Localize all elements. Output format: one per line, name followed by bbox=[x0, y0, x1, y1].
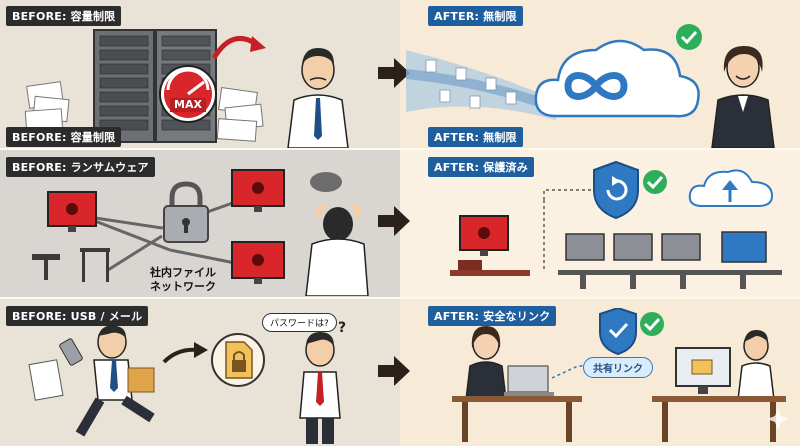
usb-mail-scene: ? bbox=[28, 320, 346, 444]
overload-arrow-icon bbox=[211, 35, 258, 60]
storm-cloud-icon bbox=[310, 172, 342, 192]
smiling-woman bbox=[711, 46, 775, 148]
receiving-man bbox=[737, 330, 775, 401]
usb-icon bbox=[59, 338, 83, 366]
unlimited-cloud-scene bbox=[406, 24, 702, 120]
after-label-unlimited: AFTER: 無制限 bbox=[428, 6, 523, 26]
network-caption-line-1: 社内ファイル bbox=[150, 266, 216, 279]
row-divider-1 bbox=[0, 148, 800, 150]
before-label-capacity: BEFORE: 容量制限 bbox=[6, 6, 122, 26]
stressed-man bbox=[305, 172, 369, 296]
worried-man bbox=[287, 48, 349, 148]
document-icon bbox=[28, 359, 64, 401]
server-rack-left bbox=[93, 29, 155, 143]
gauge-icon bbox=[159, 65, 217, 123]
check-icon bbox=[640, 312, 664, 336]
ransomware-network-scene bbox=[32, 169, 285, 284]
check-icon bbox=[676, 24, 702, 50]
protected-network-scene bbox=[450, 160, 782, 289]
before-label-usb-mail: BEFORE: USB / メール bbox=[6, 306, 149, 326]
infected-monitor-3 bbox=[231, 241, 285, 284]
gauge-max-text: MAX bbox=[174, 98, 202, 111]
woman-with-laptop bbox=[465, 326, 554, 401]
protected-monitor bbox=[721, 231, 767, 263]
isolated-infected-monitor bbox=[450, 215, 530, 276]
shield-icon bbox=[599, 308, 637, 356]
arrow-right-icon bbox=[378, 58, 410, 88]
after-label-protected: AFTER: 保護済み bbox=[428, 157, 534, 177]
before-label-capacity-bottom: BEFORE: 容量制限 bbox=[6, 127, 122, 147]
bug-icon bbox=[252, 182, 264, 194]
curved-arrow-icon bbox=[162, 347, 199, 364]
locked-file-icon bbox=[211, 333, 265, 387]
infinity-icon bbox=[564, 72, 628, 100]
after-label-secure-link: AFTER: 安全なリンク bbox=[428, 306, 557, 326]
confused-man bbox=[299, 332, 341, 444]
infected-monitor-1 bbox=[47, 191, 97, 232]
network-caption: 社内ファイル ネットワーク bbox=[150, 266, 216, 294]
before-label-ransomware: BEFORE: ランサムウェア bbox=[6, 157, 155, 177]
running-man bbox=[75, 325, 155, 437]
arrow-right-icon bbox=[378, 206, 410, 236]
sparkle-icon bbox=[767, 408, 789, 430]
secure-link-scene bbox=[452, 308, 789, 442]
folder-icon bbox=[691, 359, 713, 375]
password-speech-bubble: パスワードは? bbox=[262, 313, 337, 332]
after-label-unlimited-bottom: AFTER: 無制限 bbox=[428, 127, 523, 147]
receiving-monitor bbox=[675, 347, 731, 394]
check-icon bbox=[643, 170, 667, 194]
row-divider-2 bbox=[0, 297, 800, 299]
share-link-pill[interactable]: 共有リンク bbox=[583, 357, 653, 378]
padlock-icon bbox=[163, 181, 209, 243]
bug-icon bbox=[66, 203, 78, 215]
bug-icon bbox=[478, 227, 490, 239]
svg-text:?: ? bbox=[338, 320, 346, 336]
bug-icon bbox=[252, 254, 264, 266]
laptop-icon bbox=[507, 365, 549, 393]
folders-icon bbox=[127, 367, 155, 393]
server-rack-scene bbox=[24, 29, 266, 143]
arrow-right-icon bbox=[378, 356, 410, 386]
infected-monitor-2 bbox=[231, 169, 285, 212]
cloud-upload-icon bbox=[688, 169, 774, 207]
network-caption-line-2: ネットワーク bbox=[150, 280, 216, 293]
shield-icon bbox=[593, 160, 639, 220]
